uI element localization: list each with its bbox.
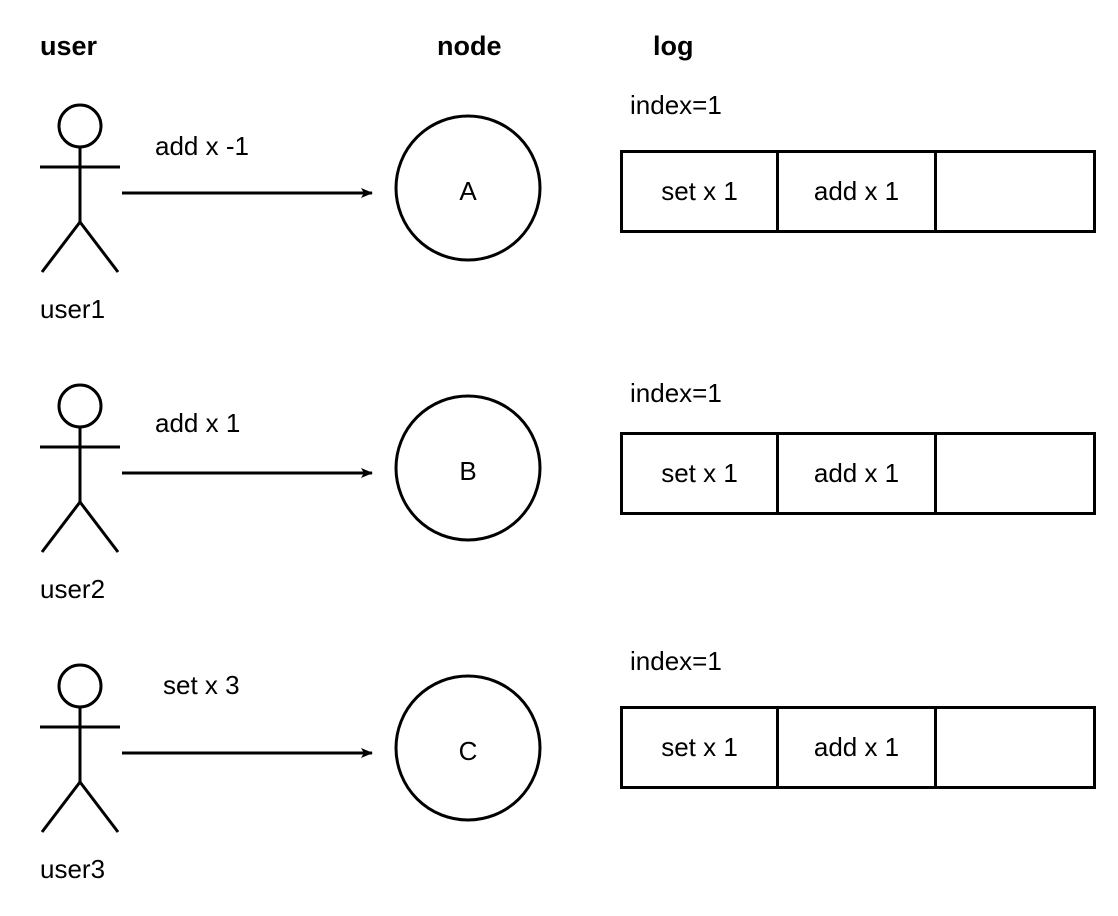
log-entry-cell: add x 1: [779, 709, 938, 786]
node-circle-c: [394, 674, 542, 822]
column-header-log: log: [653, 31, 694, 61]
log-table-row3: set x 1 add x 1: [620, 706, 1096, 789]
node-label-c: C: [458, 736, 478, 766]
log-entry-cell: add x 1: [779, 153, 938, 230]
edge-label-user2: add x 1: [155, 408, 241, 438]
log-entry-cell: add x 1: [779, 435, 938, 512]
log-entry-cell: set x 1: [623, 153, 780, 230]
column-header-user: user: [40, 31, 98, 61]
log-index-label-row3: index=1: [630, 646, 722, 676]
actor-label-user3: user3: [40, 854, 106, 884]
actor-figure-user1: [40, 103, 120, 273]
log-entry-cell-empty: [937, 435, 1093, 512]
log-index-label-row1: index=1: [630, 90, 722, 120]
log-entry-cell: set x 1: [623, 435, 780, 512]
column-header-node: node: [437, 31, 502, 61]
log-table-row1: set x 1 add x 1: [620, 150, 1096, 233]
actor-label-user1: user1: [40, 294, 106, 324]
node-label-a: A: [459, 176, 477, 206]
node-label-b: B: [459, 456, 477, 486]
actor-label-user2: user2: [40, 574, 106, 604]
actor-figure-user3: [40, 663, 120, 833]
log-table-row2: set x 1 add x 1: [620, 432, 1096, 515]
log-entry-cell-empty: [937, 153, 1093, 230]
edge-label-user1: add x -1: [155, 131, 249, 161]
log-index-label-row2: index=1: [630, 378, 722, 408]
log-entry-cell: set x 1: [623, 709, 780, 786]
edge-label-user3: set x 3: [163, 670, 240, 700]
node-circle-b: [394, 394, 542, 542]
actor-figure-user2: [40, 383, 120, 553]
node-circle-a: [394, 114, 542, 262]
log-entry-cell-empty: [937, 709, 1093, 786]
